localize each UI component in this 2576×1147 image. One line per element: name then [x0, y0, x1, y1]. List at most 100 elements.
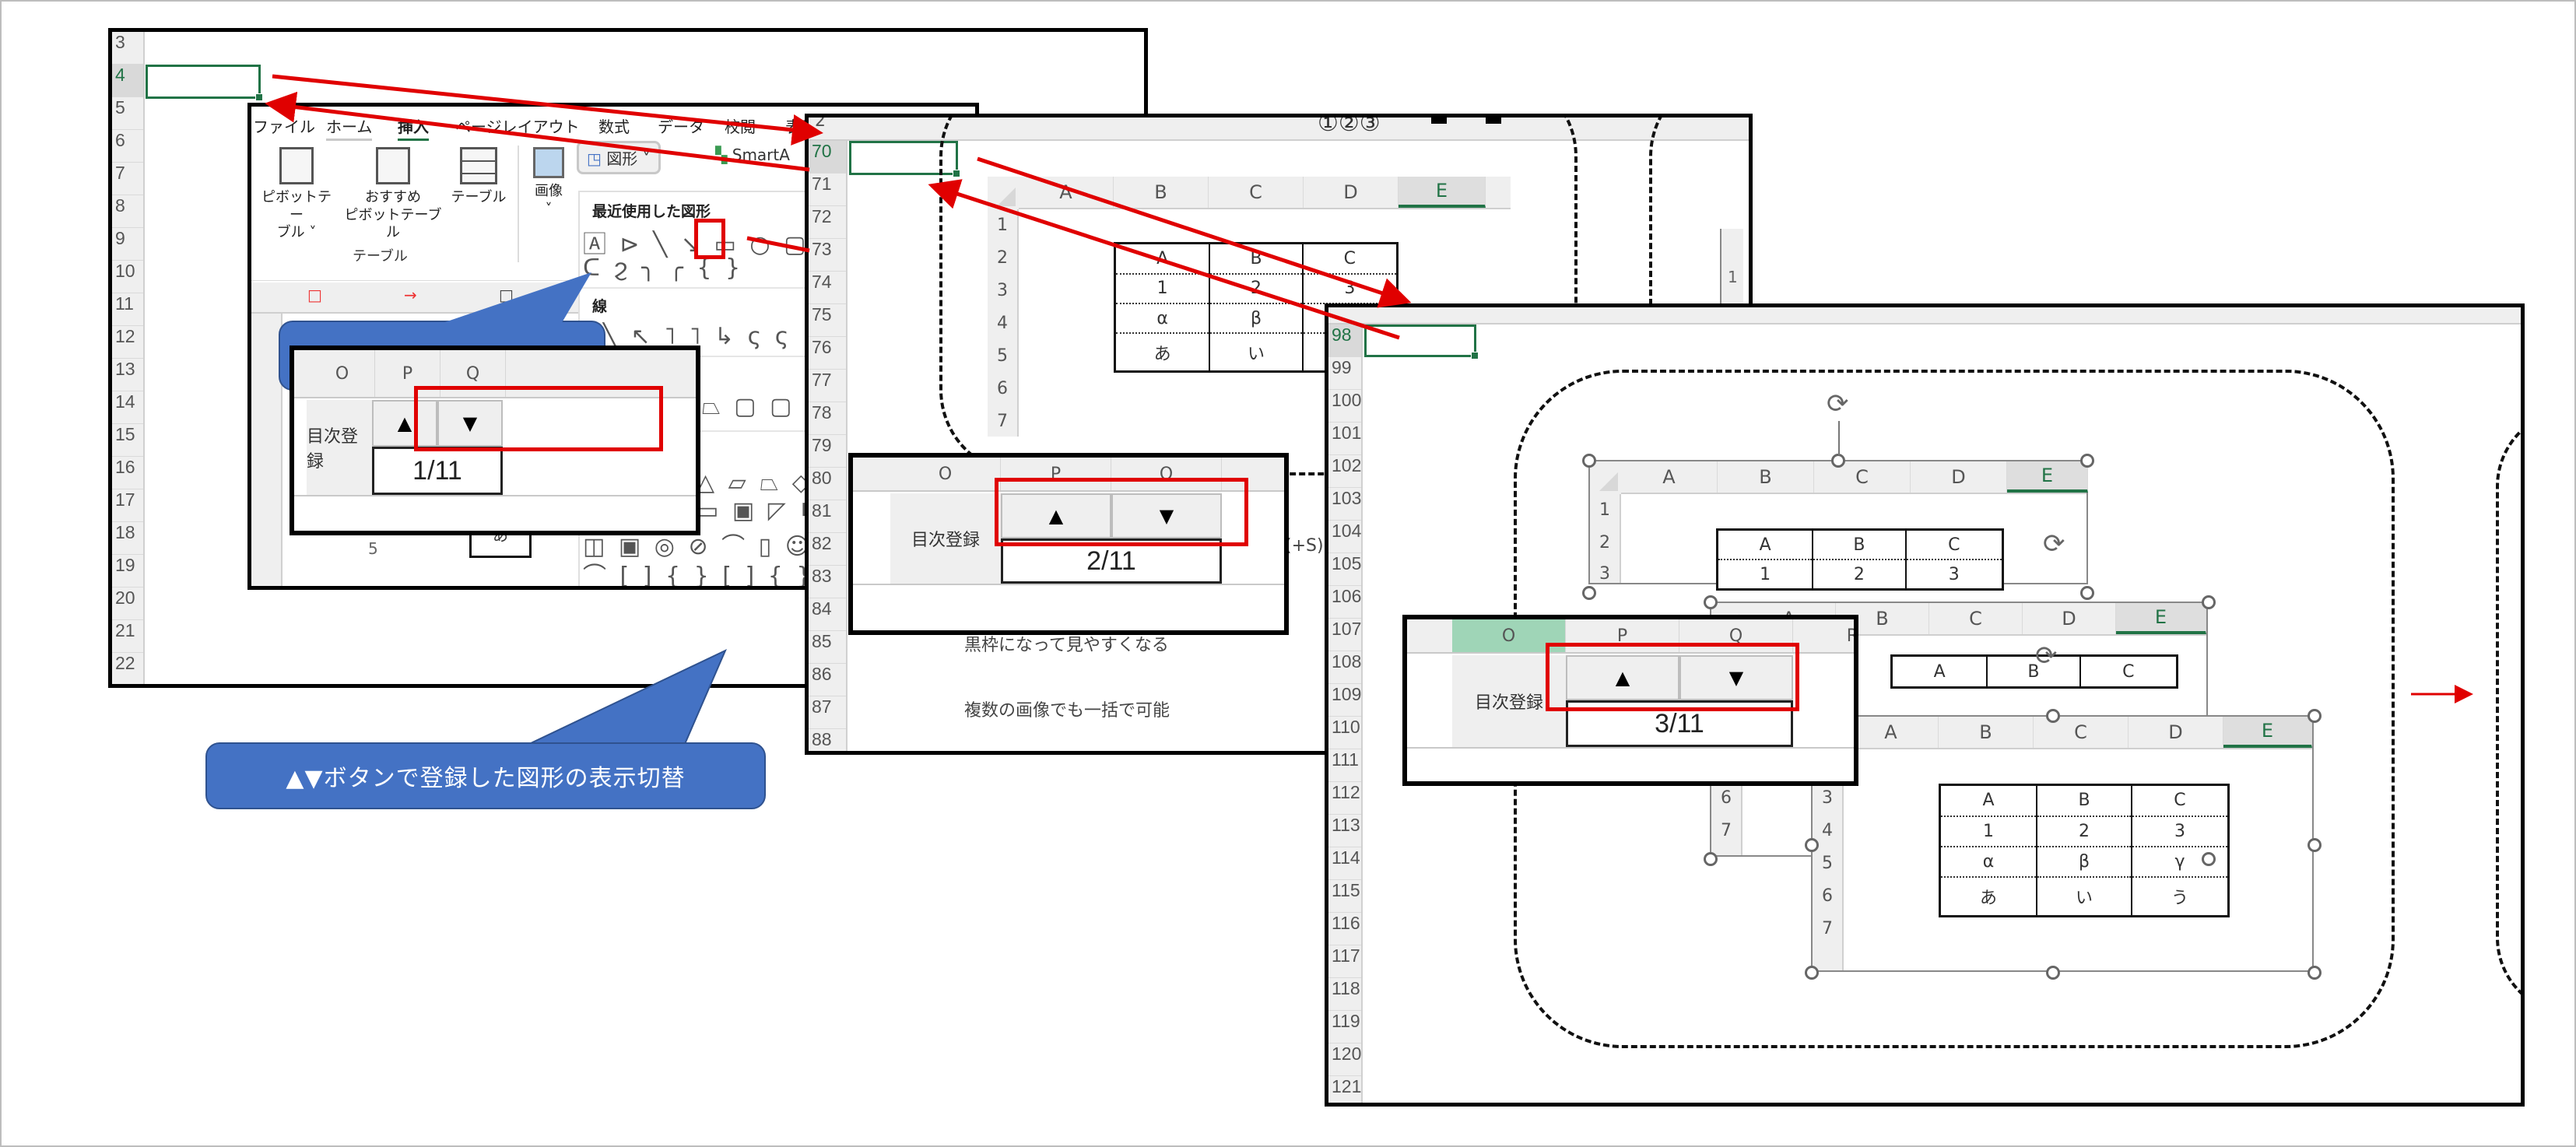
row-number[interactable]: 84 [809, 598, 846, 631]
row-number[interactable]: 101 [1328, 423, 1361, 455]
row-number[interactable]: 20 [112, 588, 143, 620]
down-button[interactable]: ▼ [1679, 655, 1793, 700]
row-number[interactable]: 76 [809, 337, 846, 370]
row-number[interactable]: 74 [809, 272, 846, 304]
row-number[interactable]: 121 [1328, 1076, 1361, 1103]
row-number[interactable]: 3 [112, 32, 143, 65]
row-number[interactable]: 112 [1328, 782, 1361, 815]
row-number[interactable]: 80 [809, 468, 846, 500]
row-number[interactable]: 9 [112, 228, 143, 261]
row-number[interactable]: 114 [1328, 847, 1361, 880]
row-number[interactable]: 102 [1328, 455, 1361, 488]
row-number[interactable]: 73 [809, 239, 846, 272]
row-number[interactable]: 108 [1328, 651, 1361, 684]
shapes-row[interactable]: ◫ ▣ ◎ ⊘ ⌒ ▯ ☺ ♡ [583, 533, 848, 560]
resize-handle[interactable] [2308, 966, 2322, 980]
rotate-icon[interactable]: ⟳ [2035, 640, 2058, 672]
row-number[interactable]: 119 [1328, 1011, 1361, 1044]
row-number[interactable]: 85 [809, 631, 846, 664]
resize-handle[interactable] [1805, 838, 1819, 852]
row-number[interactable]: 6 [112, 130, 143, 163]
column-p[interactable]: P [375, 350, 440, 397]
row-number[interactable]: 118 [1328, 978, 1361, 1011]
resize-handle[interactable] [1704, 852, 1718, 866]
select-all-corner[interactable] [988, 177, 1019, 209]
down-button[interactable]: ▼ [437, 400, 503, 447]
selected-cell[interactable] [1364, 324, 1479, 360]
column-p[interactable]: P [1566, 619, 1679, 652]
row-number[interactable]: 11 [112, 293, 143, 326]
row-number[interactable]: 107 [1328, 619, 1361, 651]
shapes-dropdown-button[interactable]: ◳ 図形 ˅ [577, 141, 661, 174]
resize-handle[interactable] [2308, 709, 2322, 723]
row-number[interactable]: 10 [112, 261, 143, 293]
row-number[interactable]: 81 [809, 500, 846, 533]
up-button[interactable]: ▲ [1001, 493, 1111, 538]
up-button[interactable]: ▲ [1566, 655, 1679, 700]
row-number[interactable]: 18 [112, 522, 143, 555]
resize-handle[interactable] [2308, 838, 2322, 852]
row-number[interactable]: 110 [1328, 717, 1361, 749]
tab-data[interactable]: データ [658, 118, 704, 136]
row-number[interactable]: 79 [809, 435, 846, 468]
resize-handle[interactable] [1582, 586, 1596, 600]
row-number[interactable]: 14 [112, 391, 143, 424]
row-number[interactable]: 106 [1328, 586, 1361, 619]
row-number[interactable]: 100 [1328, 390, 1361, 423]
selected-cell[interactable] [146, 65, 263, 101]
column-o[interactable]: O [890, 458, 1001, 490]
row-number[interactable]: 15 [112, 424, 143, 457]
row-number[interactable]: 71 [809, 174, 846, 206]
resize-handle[interactable] [2080, 454, 2094, 468]
column-header-cell-selected[interactable]: E [1399, 177, 1486, 208]
tab-review[interactable]: 校閲 [725, 118, 756, 136]
column-header-cell[interactable]: C [1209, 177, 1304, 208]
column-r[interactable]: R [1846, 626, 1858, 646]
row-number[interactable]: 116 [1328, 913, 1361, 945]
tab-formulas[interactable]: 数式 [598, 118, 630, 136]
row-number[interactable]: 113 [1328, 815, 1361, 847]
row-number[interactable]: 111 [1328, 749, 1361, 782]
row-number[interactable]: 12 [112, 326, 143, 359]
row-number[interactable]: 98 [1328, 324, 1361, 357]
column-header-cell[interactable]: A [1019, 177, 1114, 208]
rotate-icon[interactable]: ⟳ [2043, 528, 2065, 559]
shapes-row[interactable]: ▭ ▣ ◸ ∟ [697, 497, 823, 524]
row-number[interactable]: 7 [112, 163, 143, 195]
row-number[interactable]: 5 [112, 97, 143, 130]
row-number[interactable]: 13 [112, 359, 143, 391]
row-number[interactable]: 104 [1328, 521, 1361, 553]
tab-home[interactable]: ホーム [326, 114, 373, 142]
resize-handle[interactable] [2046, 966, 2060, 980]
row-number[interactable]: 105 [1328, 553, 1361, 586]
row-number[interactable]: 82 [809, 533, 846, 566]
row-number[interactable]: 75 [809, 304, 846, 337]
resize-handle[interactable] [1582, 454, 1596, 468]
row-number[interactable]: 115 [1328, 880, 1361, 913]
row-number[interactable]: 8 [112, 195, 143, 228]
row-number[interactable]: 17 [112, 489, 143, 522]
column-q[interactable]: Q [440, 350, 506, 397]
row-number[interactable]: 86 [809, 664, 846, 696]
row-number[interactable]: 78 [809, 402, 846, 435]
row-number[interactable]: 99 [1328, 357, 1361, 390]
row-number[interactable]: 4 [112, 65, 143, 97]
shapes-row[interactable]: ⌒ [ ] { } [ ] { } [583, 563, 815, 590]
resize-handle[interactable] [2046, 709, 2060, 723]
row-number[interactable]: 120 [1328, 1044, 1361, 1076]
column-header-cell[interactable]: B [1114, 177, 1209, 208]
row-number[interactable]: 88 [809, 729, 846, 751]
pivot-table-button[interactable]: ピボットテー ブル ˅ [256, 147, 337, 242]
resize-handle[interactable] [1704, 595, 1718, 609]
table-button[interactable]: テーブル [447, 147, 510, 207]
resize-handle[interactable] [2080, 586, 2094, 600]
up-button[interactable]: ▲ [372, 400, 437, 447]
resize-handle[interactable] [1831, 454, 1845, 468]
column-header-cell[interactable]: D [1304, 177, 1399, 208]
row-number[interactable]: 21 [112, 620, 143, 653]
rotate-icon[interactable]: ⟳ [1827, 388, 1849, 419]
recommended-pivot-button[interactable]: おすすめ ピボットテーブル [339, 147, 447, 242]
row-number[interactable]: 70 [809, 141, 846, 174]
tab-insert[interactable]: 挿入 [398, 114, 429, 142]
row-number[interactable]: 83 [809, 566, 846, 598]
